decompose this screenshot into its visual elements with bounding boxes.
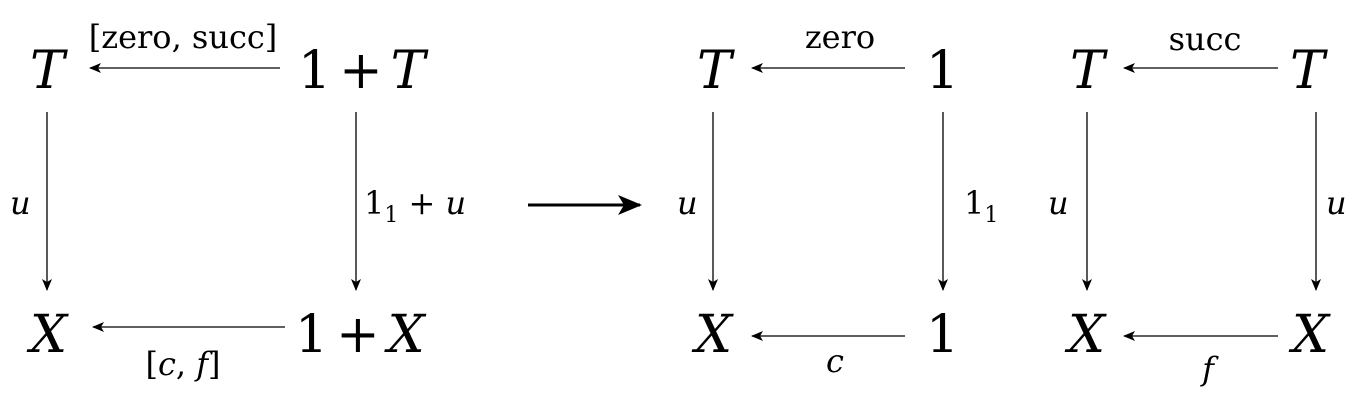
node-plus: + <box>336 305 380 365</box>
label-u-right: u <box>1326 184 1347 222</box>
label-u-left: u <box>677 184 698 222</box>
node-1-plus-X: 1+X <box>295 305 427 365</box>
node-1-plus-T: 1+T <box>298 41 429 101</box>
label-zero: zero <box>805 18 875 56</box>
diagram-zero-square: T 1 X 1 zero c u 11 <box>677 18 998 380</box>
label-c-f: [c, f] <box>145 345 220 383</box>
node-var-X: X <box>384 305 427 365</box>
label-zero-succ: [zero, succ] <box>89 18 278 56</box>
node-T-top-left: T <box>697 41 735 101</box>
node-X-bottom-left: X <box>1064 305 1107 365</box>
label-u-left: u <box>1048 184 1069 222</box>
label-f: f <box>1200 350 1219 388</box>
diagram-succ-square: T T X X succ f u u <box>1048 20 1347 388</box>
label-1-1: 11 <box>964 184 998 228</box>
node-one: 1 <box>295 305 328 365</box>
diagram-coproduct-square: T 1+T X 1+X [zero, succ] [c, f] u 11 + u <box>10 18 466 383</box>
node-T-top-left: T <box>1070 41 1108 101</box>
label-c: c <box>826 342 844 380</box>
label-1-1-plus-u: 11 + u <box>364 184 466 228</box>
node-X-bottom-right: X <box>1288 305 1331 365</box>
node-X-bottom-left: X <box>26 305 69 365</box>
node-1-bottom-right: 1 <box>926 305 959 365</box>
node-T-top-right: T <box>1290 41 1328 101</box>
label-succ: succ <box>1169 20 1242 58</box>
node-1-top-right: 1 <box>926 41 959 101</box>
node-one: 1 <box>298 41 331 101</box>
label-u-left: u <box>10 184 31 222</box>
node-T-top-left: T <box>30 41 68 101</box>
node-plus: + <box>339 41 383 101</box>
node-var-T: T <box>391 41 429 101</box>
node-X-bottom-left: X <box>691 305 734 365</box>
